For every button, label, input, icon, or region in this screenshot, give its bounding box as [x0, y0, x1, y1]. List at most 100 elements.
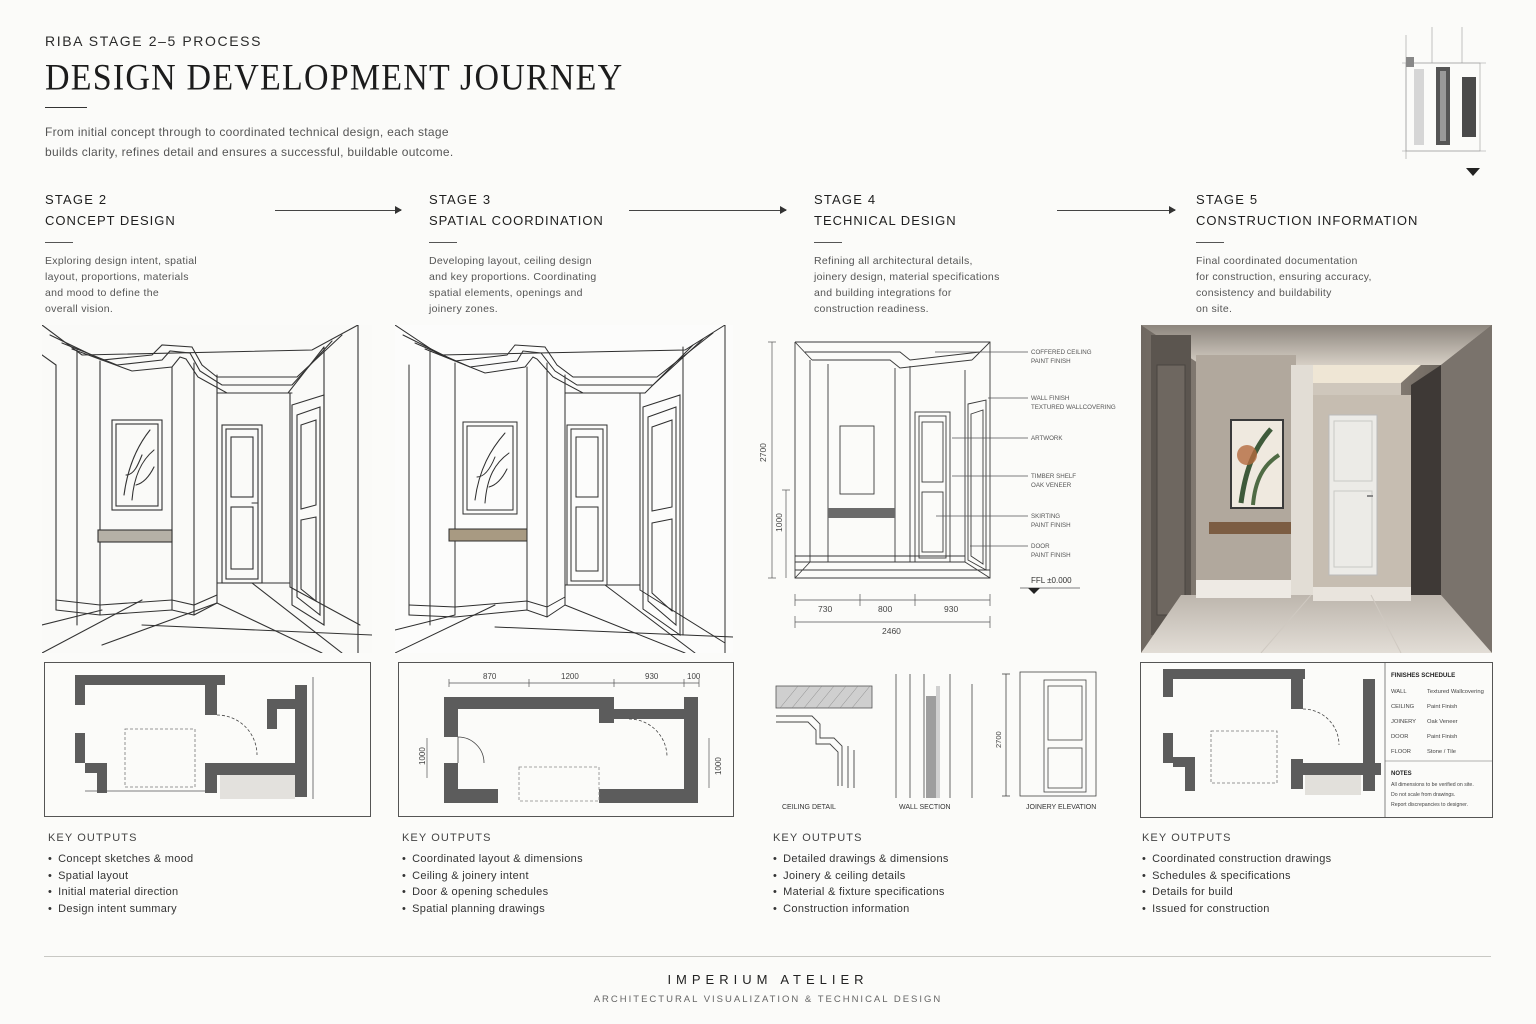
desc-line: joinery zones.	[429, 303, 498, 315]
stage-3-coordination-sketch	[395, 325, 733, 653]
stage-5-plan-and-schedule: FINISHES SCHEDULE WALL Textured Wallcove…	[1140, 662, 1493, 818]
desc-line: overall vision.	[45, 303, 114, 315]
output-item: Design intent summary	[48, 901, 193, 918]
desc-line: and building integrations for	[814, 287, 952, 299]
output-item: Initial material direction	[48, 884, 193, 901]
stage-description: Exploring design intent, spatial layout,…	[45, 253, 265, 317]
dim-bottom-label: 800	[878, 604, 892, 614]
annotation-line: TIMBER SHELF	[1031, 473, 1076, 480]
annotation-line: ARTWORK	[1031, 435, 1063, 442]
stage-divider	[45, 242, 73, 243]
stage-3-heading: STAGE 3 SPATIAL COORDINATION Developing …	[429, 192, 669, 317]
arrow-right-icon	[275, 206, 402, 214]
output-item: Construction information	[773, 901, 949, 918]
stage-2-floor-plan	[44, 662, 371, 817]
schedule-value: Paint Finish	[1427, 704, 1457, 710]
stage-divider	[429, 242, 457, 243]
dim-height-label: 2700	[760, 443, 768, 462]
annotation-line: DOOR	[1031, 543, 1050, 550]
stage-5-key-outputs: KEY OUTPUTS Coordinated construction dra…	[1142, 832, 1331, 918]
plan-dim-label: 930	[645, 672, 659, 681]
desc-line: for construction, ensuring accuracy,	[1196, 271, 1372, 283]
intro-line: builds clarity, refines detail and ensur…	[45, 145, 454, 159]
annotation-line: OAK VENEER	[1031, 482, 1072, 489]
dim-bottom-label: 730	[818, 604, 832, 614]
annotation-line: COFFERED CEILING	[1031, 349, 1092, 356]
stage-number: STAGE 2	[45, 192, 108, 207]
stage-2-key-outputs: KEY OUTPUTS Concept sketches & mood Spat…	[48, 832, 193, 918]
schedule-title: FINISHES SCHEDULE	[1391, 672, 1455, 679]
output-item: Door & opening schedules	[402, 884, 583, 901]
desc-line: layout, proportions, materials	[45, 271, 189, 283]
output-item: Detailed drawings & dimensions	[773, 851, 949, 868]
plan-dim-label: 1000	[714, 757, 723, 775]
schedule-key: WALL	[1391, 689, 1407, 695]
key-outputs-title: KEY OUTPUTS	[48, 832, 138, 844]
schedule-value: Paint Finish	[1427, 734, 1457, 740]
wall-section-drawing: WALL SECTION	[890, 666, 980, 816]
desc-line: Developing layout, ceiling design	[429, 255, 592, 267]
annotation-line: PAINT FINISH	[1031, 522, 1071, 529]
output-item: Coordinated layout & dimensions	[402, 851, 583, 868]
desc-line: Final coordinated documentation	[1196, 255, 1358, 267]
plan-dim-label: 870	[483, 672, 497, 681]
note-line: Do not scale from drawings.	[1391, 792, 1455, 798]
brand-tagline: ARCHITECTURAL VISUALIZATION & TECHNICAL …	[593, 994, 943, 1005]
ffl-level-label: FFL ±0.000	[1031, 576, 1072, 585]
detail-label: WALL SECTION	[899, 804, 951, 811]
footer-divider	[44, 956, 1491, 957]
stage-3-floor-plan: 870 1200 930 100 1000 1000	[398, 662, 734, 817]
output-item: Details for build	[1142, 884, 1331, 901]
key-outputs-title: KEY OUTPUTS	[402, 832, 492, 844]
schedule-key: JOINERY	[1391, 719, 1416, 725]
plan-dim-label: 1000	[418, 747, 427, 765]
schedule-value: Oak Veneer	[1427, 719, 1458, 725]
joinery-elevation-drawing: 2700 JOINERY ELEVATION	[992, 666, 1104, 816]
note-line: All dimensions to be verified on site.	[1391, 782, 1474, 788]
plan-dim-label: 1200	[561, 672, 579, 681]
stage-name: TECHNICAL DESIGN	[814, 213, 957, 228]
detail-label: JOINERY ELEVATION	[1026, 804, 1096, 811]
detail-label: CEILING DETAIL	[782, 804, 836, 811]
plan-dim-label: 100	[687, 672, 701, 681]
output-item: Schedules & specifications	[1142, 868, 1331, 885]
stage-4-heading: STAGE 4 TECHNICAL DESIGN Refining all ar…	[814, 192, 1054, 317]
output-item: Joinery & ceiling details	[773, 868, 949, 885]
desc-line: on site.	[1196, 303, 1233, 315]
annotation-line: PAINT FINISH	[1031, 358, 1071, 365]
output-item: Ceiling & joinery intent	[402, 868, 583, 885]
desc-line: and key proportions. Coordinating	[429, 271, 597, 283]
output-item: Coordinated construction drawings	[1142, 851, 1331, 868]
output-item: Spatial planning drawings	[402, 901, 583, 918]
key-outputs-title: KEY OUTPUTS	[773, 832, 863, 844]
intro-line: From initial concept through to coordina…	[45, 125, 449, 139]
arrow-right-icon	[629, 206, 787, 214]
schedule-value: Textured Wallcovering	[1427, 689, 1484, 695]
stage-4-key-outputs: KEY OUTPUTS Detailed drawings & dimensio…	[773, 832, 949, 918]
note-line: Report discrepancies to designer.	[1391, 802, 1468, 808]
brand-name: IMPERIUM ATELIER	[667, 972, 869, 987]
output-item: Issued for construction	[1142, 901, 1331, 918]
output-item: Material & fixture specifications	[773, 884, 949, 901]
stage-2-concept-sketch	[42, 325, 372, 653]
annotation-line: WALL FINISH	[1031, 395, 1069, 402]
desc-line: construction readiness.	[814, 303, 929, 315]
dim-total-label: 2460	[882, 626, 901, 636]
plan-thumbnail-icon	[1402, 27, 1486, 159]
desc-line: and mood to define the	[45, 287, 160, 299]
intro-text: From initial concept through to coordina…	[45, 122, 525, 162]
schedule-key: FLOOR	[1391, 749, 1411, 755]
stage-description: Developing layout, ceiling design and ke…	[429, 253, 669, 317]
stage-description: Refining all architectural details, join…	[814, 253, 1054, 317]
arrow-right-icon	[1057, 206, 1176, 214]
stage-3-key-outputs: KEY OUTPUTS Coordinated layout & dimensi…	[402, 832, 583, 918]
output-item: Spatial layout	[48, 868, 193, 885]
desc-line: Exploring design intent, spatial	[45, 255, 198, 267]
schedule-key: CEILING	[1391, 704, 1415, 710]
process-eyebrow: RIBA STAGE 2–5 PROCESS	[45, 33, 263, 49]
key-outputs-title: KEY OUTPUTS	[1142, 832, 1232, 844]
stage-2-heading: STAGE 2 CONCEPT DESIGN Exploring design …	[45, 192, 265, 317]
stage-name: SPATIAL COORDINATION	[429, 213, 604, 228]
schedule-value: Stone / Tile	[1427, 749, 1456, 755]
desc-line: Refining all architectural details,	[814, 255, 973, 267]
